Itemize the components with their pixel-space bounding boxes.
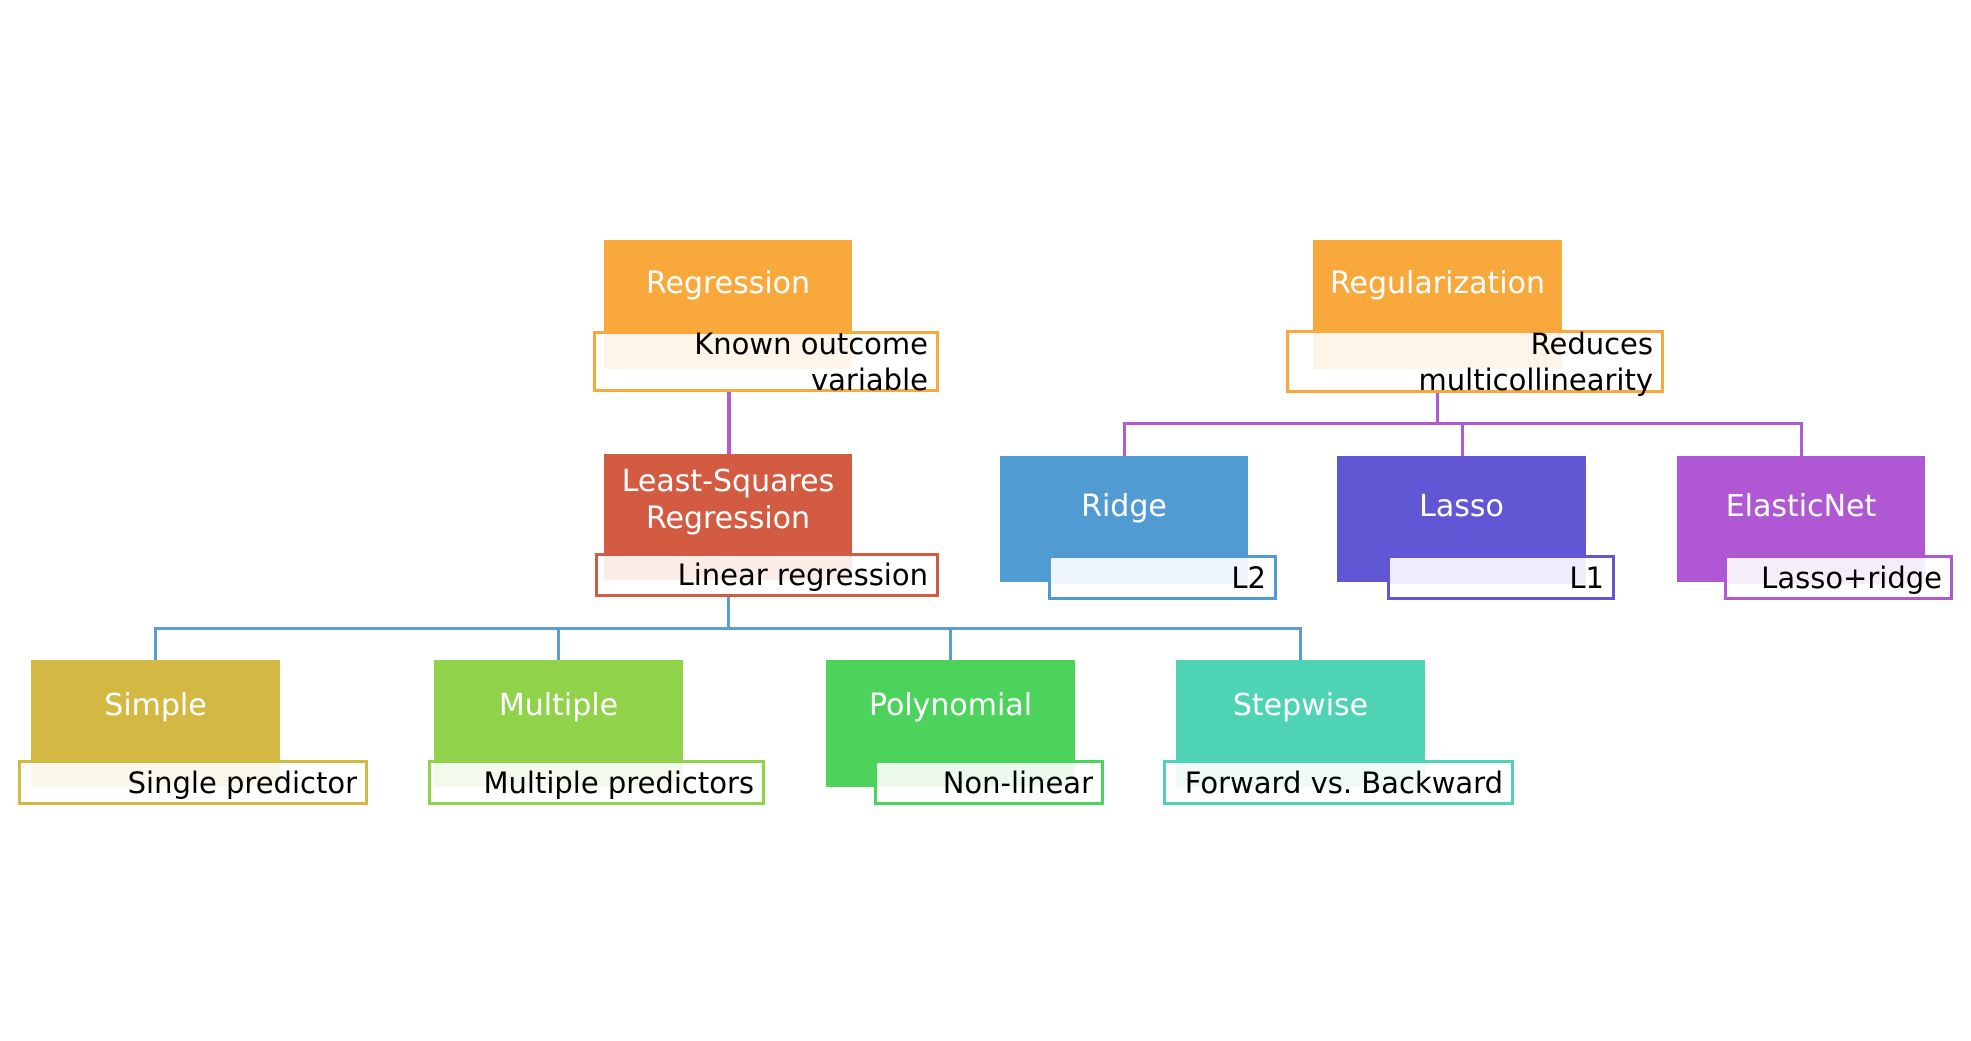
caption-regression-text: Known outcome variable xyxy=(694,326,928,397)
caption-stepwise-text: Forward vs. Backward xyxy=(1184,765,1503,800)
node-regression-label: Regression xyxy=(645,266,811,301)
node-lasso-label: Lasso xyxy=(1419,488,1504,524)
caption-stepwise: Forward vs. Backward xyxy=(1163,760,1514,805)
node-polynomial-label: Polynomial xyxy=(868,688,1033,723)
connector-regression-to-least-squares xyxy=(727,392,731,454)
caption-polynomial: Non-linear xyxy=(874,760,1104,805)
node-polynomial[interactable]: Polynomial xyxy=(826,660,1075,787)
caption-elasticnet-text: Lasso+ridge xyxy=(1761,560,1942,595)
caption-simple-text: Single predictor xyxy=(127,765,357,800)
caption-ridge: L2 xyxy=(1048,555,1277,600)
node-stepwise-label: Stepwise xyxy=(1232,688,1369,723)
caption-elasticnet: Lasso+ridge xyxy=(1724,555,1953,600)
caption-least-squares: Linear regression xyxy=(595,553,939,597)
caption-least-squares-text: Linear regression xyxy=(677,558,928,592)
caption-polynomial-text: Non-linear xyxy=(942,765,1093,800)
caption-ridge-text: L2 xyxy=(1231,560,1266,595)
caption-regularization-text: Reduces multicollinearity xyxy=(1418,326,1653,397)
node-elasticnet-label: ElasticNet xyxy=(1725,488,1877,524)
connector-to-multiple xyxy=(557,627,560,660)
node-regularization[interactable]: Regularization xyxy=(1313,240,1562,333)
node-ridge-label: Ridge xyxy=(1081,488,1167,524)
node-multiple-label: Multiple xyxy=(498,688,619,723)
connector-regularization-down xyxy=(1436,393,1439,424)
connector-to-stepwise xyxy=(1299,627,1302,660)
node-simple-label: Simple xyxy=(104,688,207,723)
node-regression[interactable]: Regression xyxy=(604,240,852,333)
node-least-squares-label: Least-Squares Regression xyxy=(621,464,835,536)
caption-multiple: Multiple predictors xyxy=(428,760,765,805)
connector-least-squares-down xyxy=(727,596,730,629)
connector-to-elasticnet xyxy=(1800,422,1803,456)
caption-lasso-text: L1 xyxy=(1569,560,1604,595)
connector-to-polynomial xyxy=(949,627,952,660)
caption-regression: Known outcome variable xyxy=(593,327,939,397)
caption-regularization: Reduces multicollinearity xyxy=(1286,327,1664,397)
connector-to-simple xyxy=(154,627,157,660)
connector-left-horizontal xyxy=(154,627,1302,630)
connector-to-ridge xyxy=(1123,422,1126,456)
connector-to-lasso xyxy=(1461,422,1464,456)
node-regularization-label: Regularization xyxy=(1330,266,1545,301)
caption-simple: Single predictor xyxy=(18,760,368,805)
caption-multiple-text: Multiple predictors xyxy=(483,765,754,800)
caption-lasso: L1 xyxy=(1387,555,1615,600)
node-least-squares-regression[interactable]: Least-Squares Regression xyxy=(604,454,852,554)
